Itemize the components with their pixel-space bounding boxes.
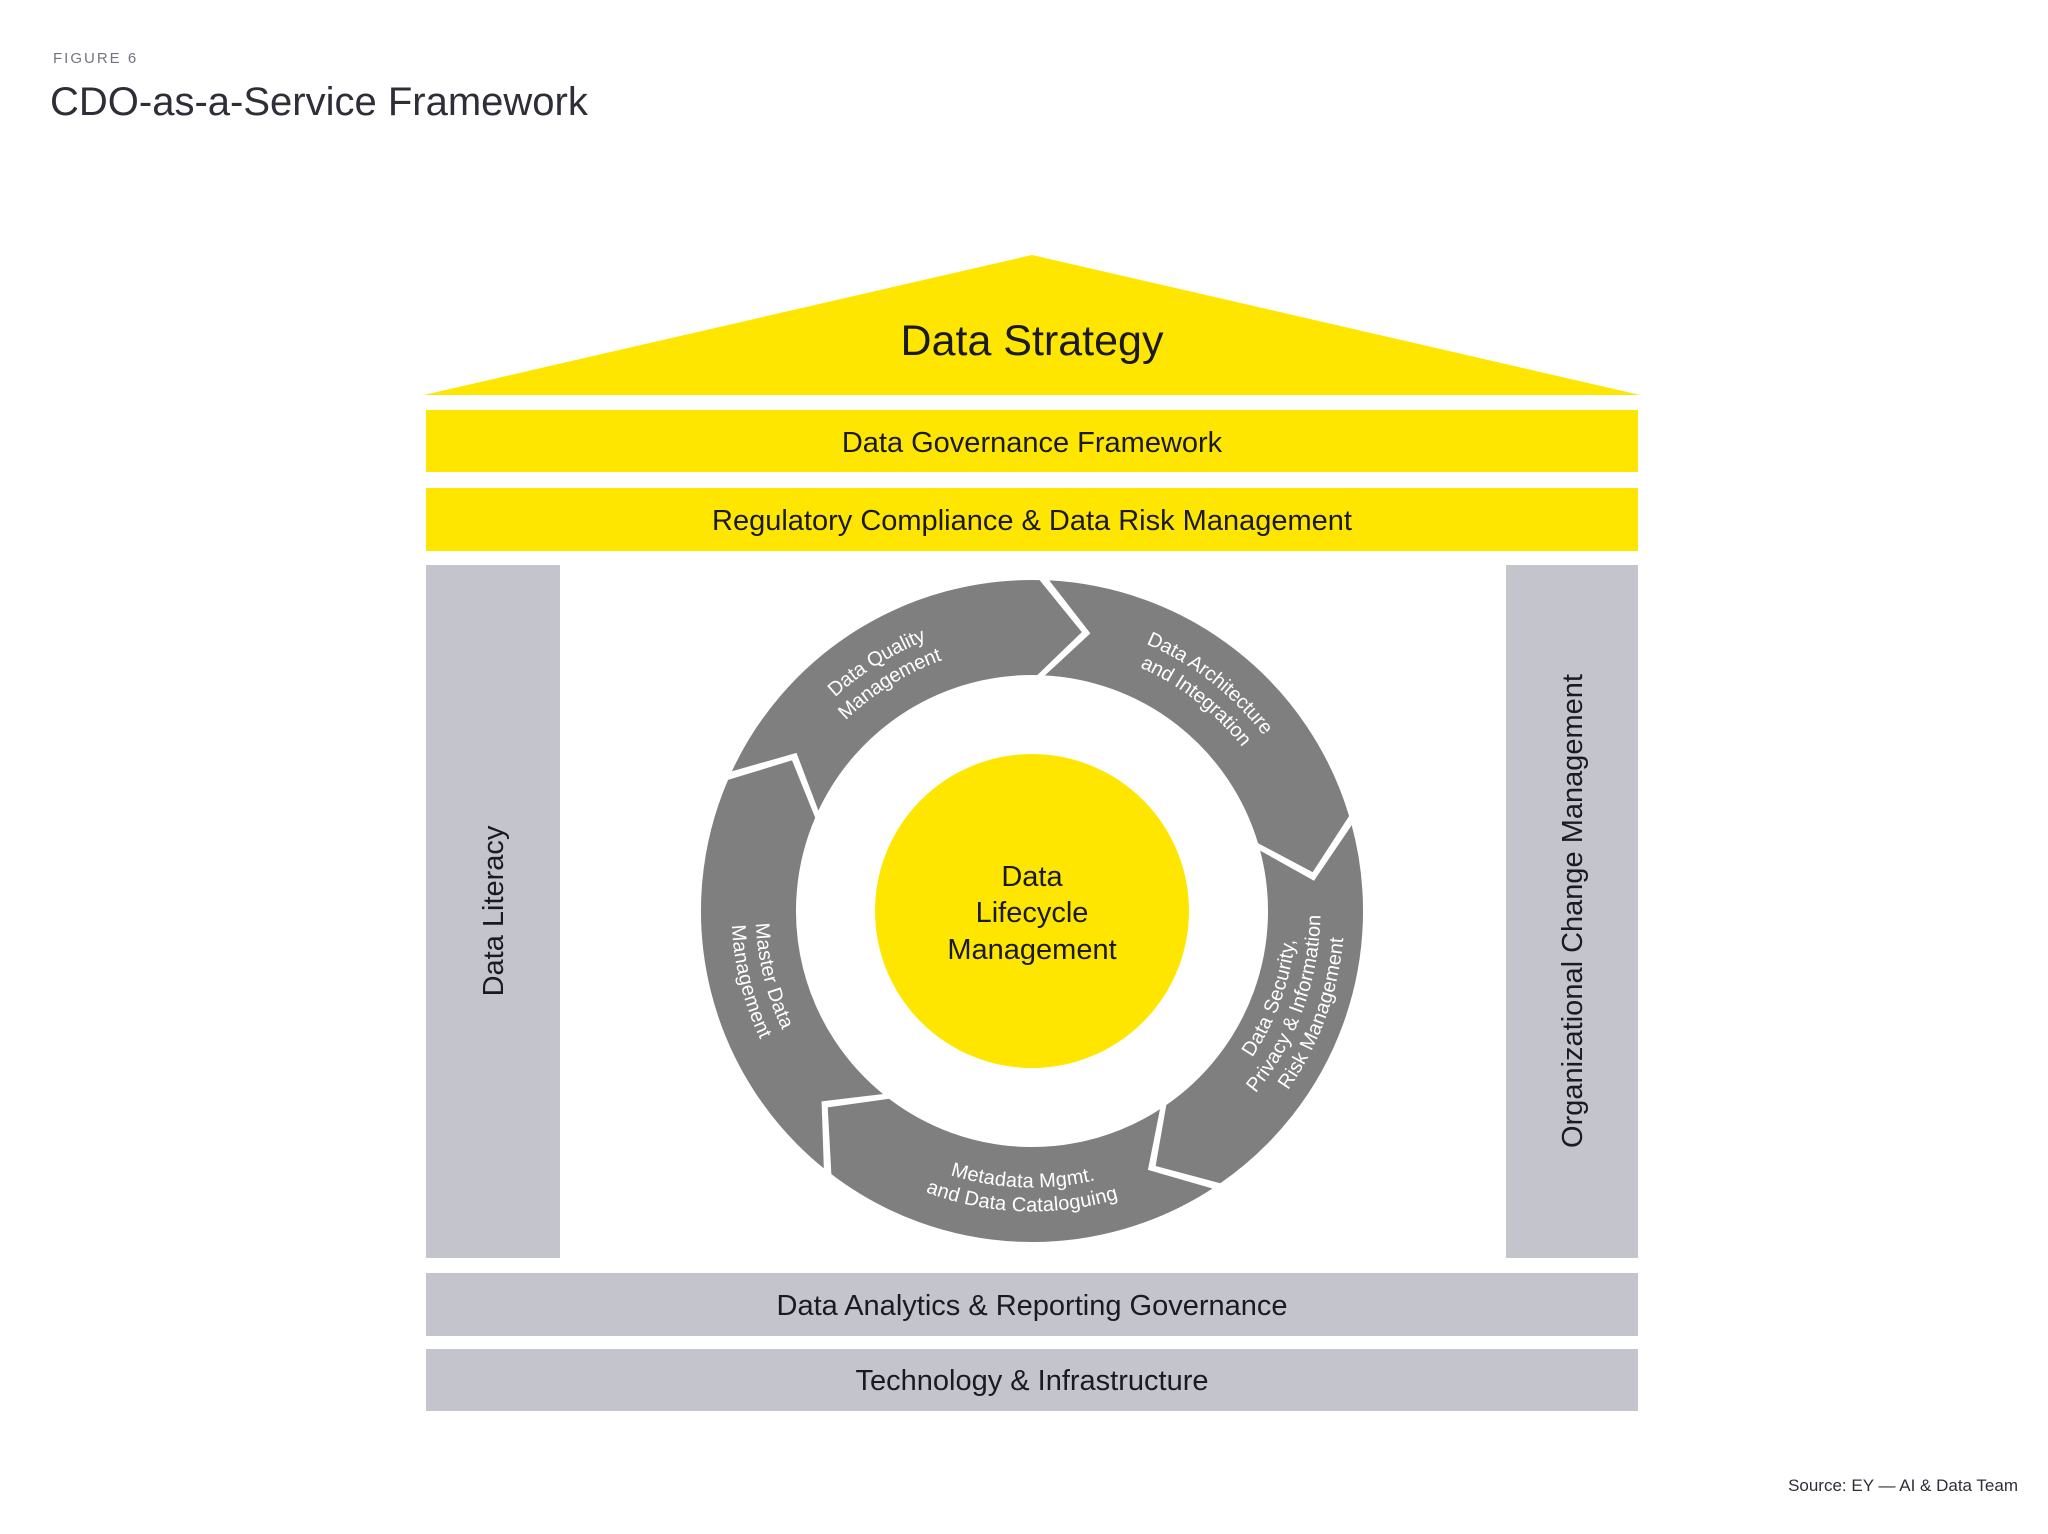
pillar-right-label: Organizational Change Management [1557,674,1589,1148]
cycle-segment-data-security [1153,820,1366,1186]
source-note: Source: EY — AI & Data Team [1788,1476,2018,1495]
core-label-line-1: Data [1001,861,1063,893]
roof-label: Data Strategy [901,317,1164,365]
band-governance-framework-label: Data Governance Framework [842,427,1223,459]
core-label-line-3: Management [947,934,1116,966]
band-technology-infrastructure-label: Technology & Infrastructure [855,1365,1208,1397]
band-analytics-reporting-label: Data Analytics & Reporting Governance [777,1290,1288,1322]
figure-title: CDO-as-a-Service Framework [50,80,588,124]
band-governance-framework [426,410,1638,472]
cycle-segment-data-quality [728,578,1085,816]
roof-shape [424,255,1640,395]
core-label-line-2: Lifecycle [976,897,1089,929]
band-regulatory-compliance [426,488,1638,551]
pillar-left-label: Data Literacy [478,825,510,996]
figure-label: FIGURE 6 [53,50,139,67]
band-regulatory-compliance-label: Regulatory Compliance & Data Risk Manage… [712,505,1352,537]
cycle-segment-data-architecture [1040,578,1352,875]
cycle-segment-master-data [698,757,888,1173]
band-analytics-reporting [426,1273,1638,1336]
band-technology-infrastructure [426,1349,1638,1411]
core-circle [875,754,1189,1068]
pillar-right [1506,565,1638,1258]
cycle-segment-metadata-mgmt [825,1096,1218,1244]
pillar-left [426,565,560,1258]
